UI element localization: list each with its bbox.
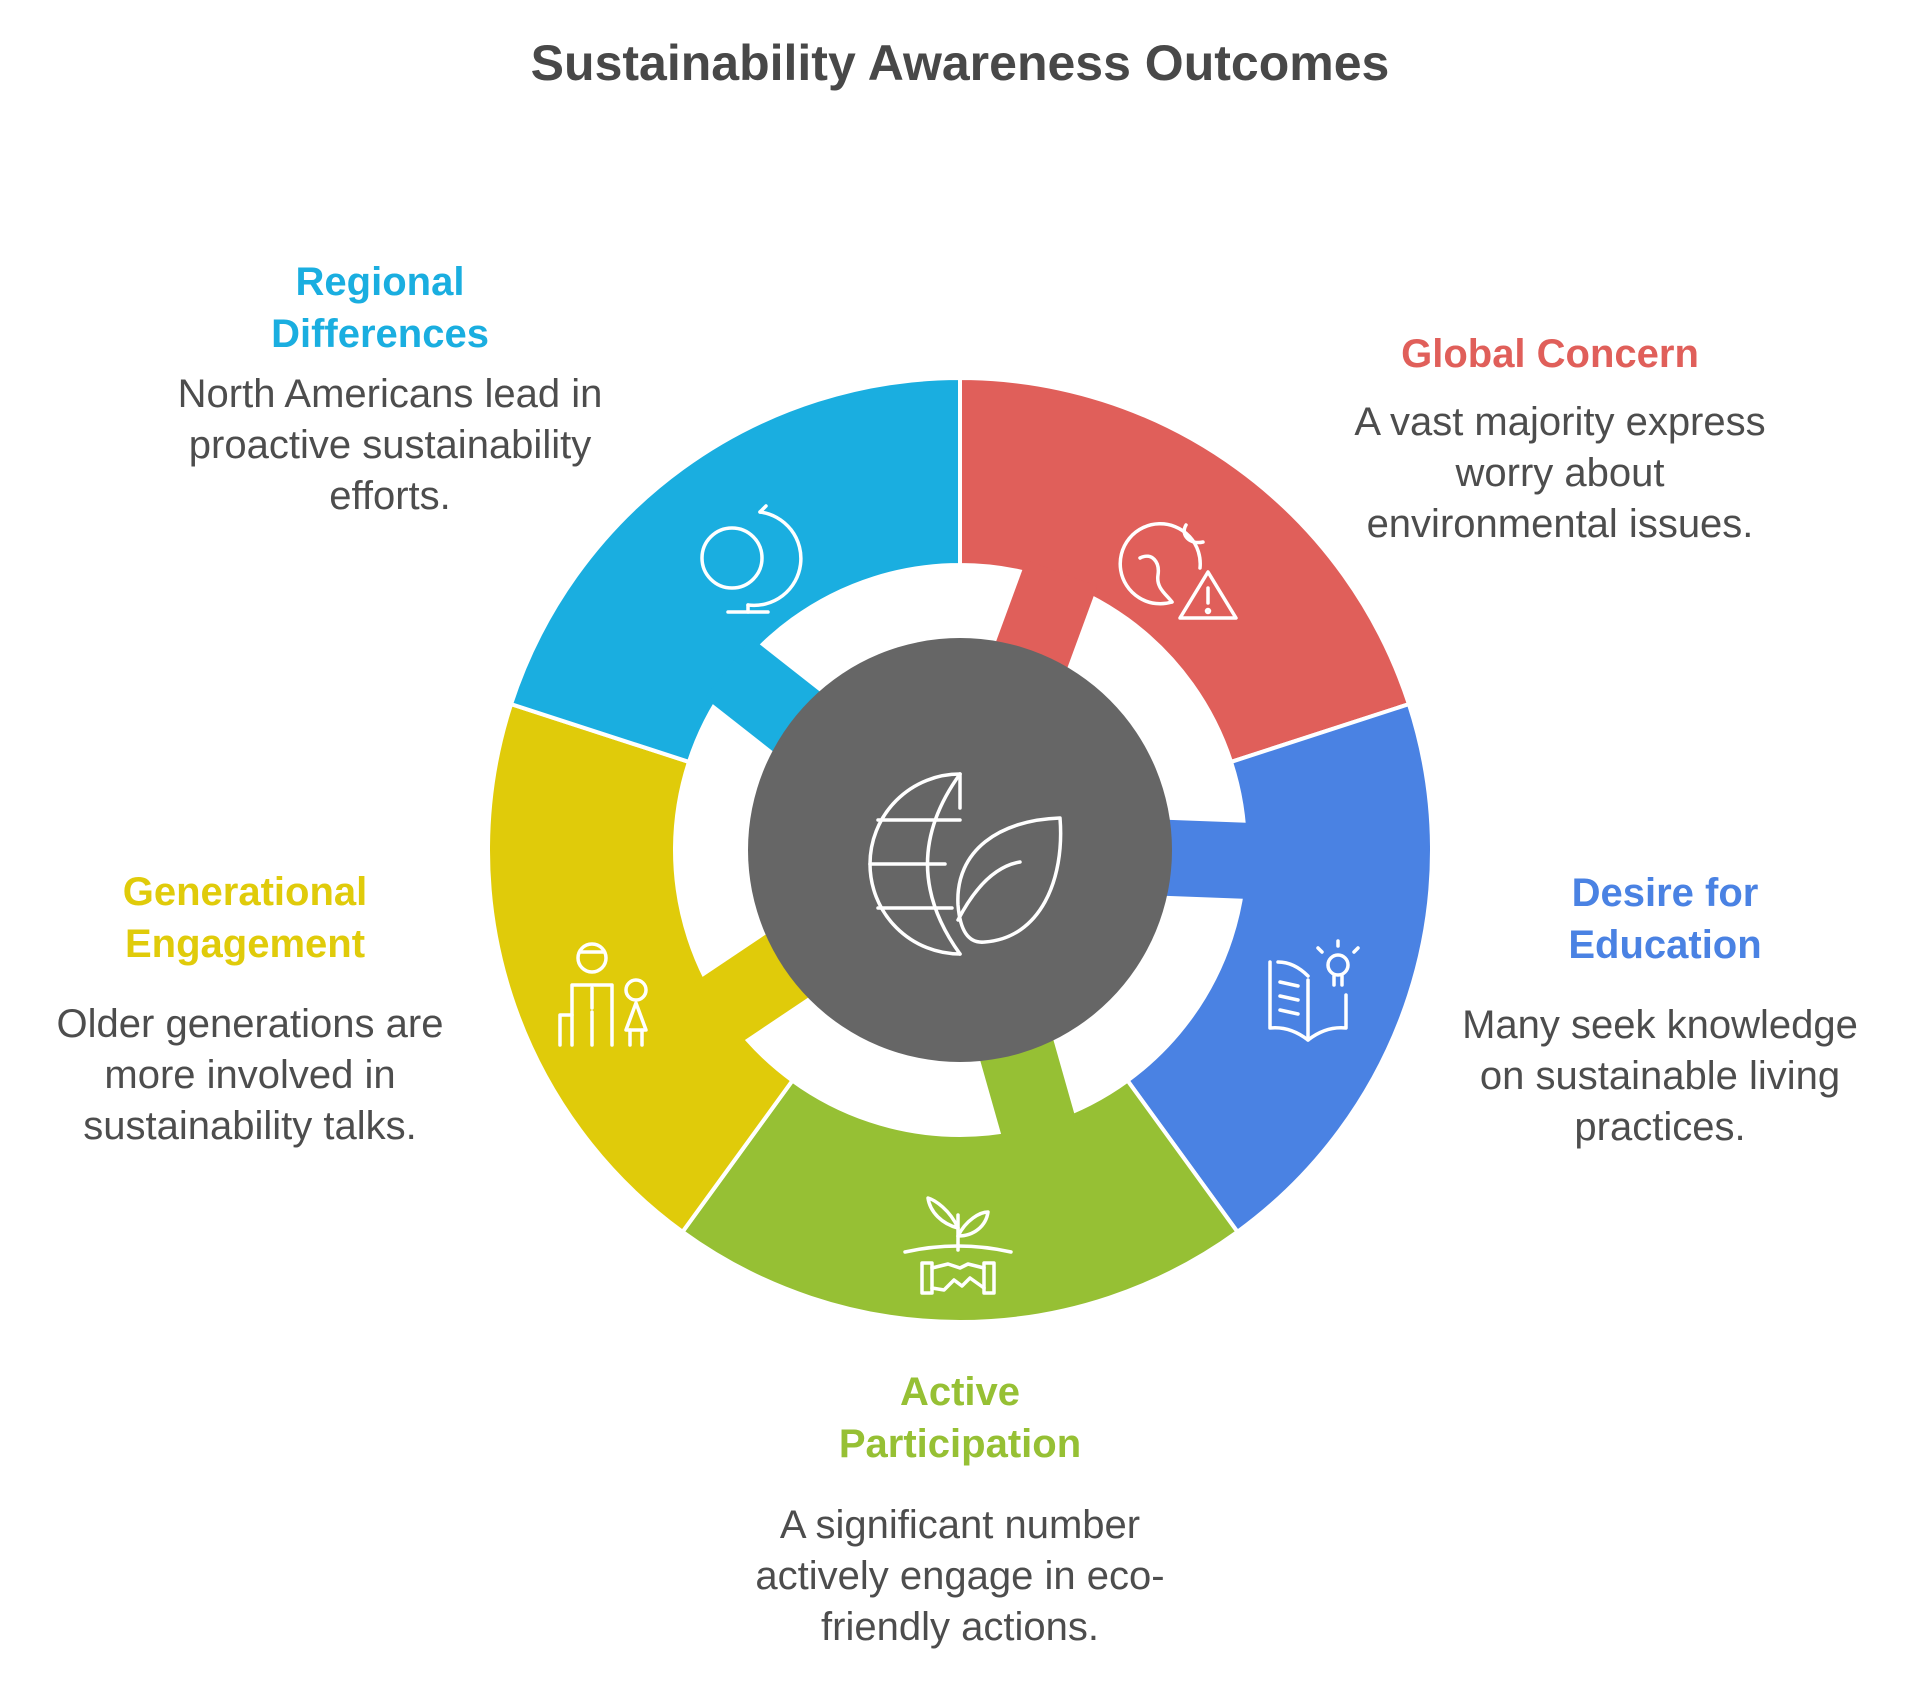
- globe-warning-icon: [1118, 522, 1238, 620]
- segment-desc-global: A vast majority express worry about envi…: [1354, 400, 1766, 546]
- segment-label-education: Desire for Education: [1568, 871, 1762, 967]
- segment-desc-education: Many seek knowledge on sustainable livin…: [1462, 1003, 1858, 1149]
- segment-desc-regional: North Americans lead in proactive sustai…: [177, 372, 603, 518]
- book-lightbulb-icon: [1268, 939, 1360, 1042]
- segment-label-global: Global Concern: [1401, 332, 1699, 376]
- segment-desc-generational: Older generations are more involved in s…: [56, 1002, 444, 1148]
- ring-connector-participation: [979, 1036, 1078, 1145]
- elder-child-icon: [558, 942, 648, 1047]
- segment-label-participation: Active Participation: [838, 1370, 1082, 1466]
- center-hub: [748, 638, 1172, 1062]
- ring-connector-education: [1163, 819, 1257, 900]
- globe-leaf-icon: [868, 772, 1063, 956]
- desk-globe-icon: [700, 504, 803, 614]
- segment-desc-participation: A significant number actively engage in …: [755, 1503, 1165, 1649]
- page-title: Sustainability Awareness Outcomes: [530, 35, 1390, 91]
- segment-label-generational: Generational Engagement: [122, 870, 368, 966]
- handshake-sprout-icon: [903, 1196, 1013, 1295]
- segment-label-regional: Regional Differences: [271, 260, 489, 356]
- ring-connector-global: [994, 559, 1098, 671]
